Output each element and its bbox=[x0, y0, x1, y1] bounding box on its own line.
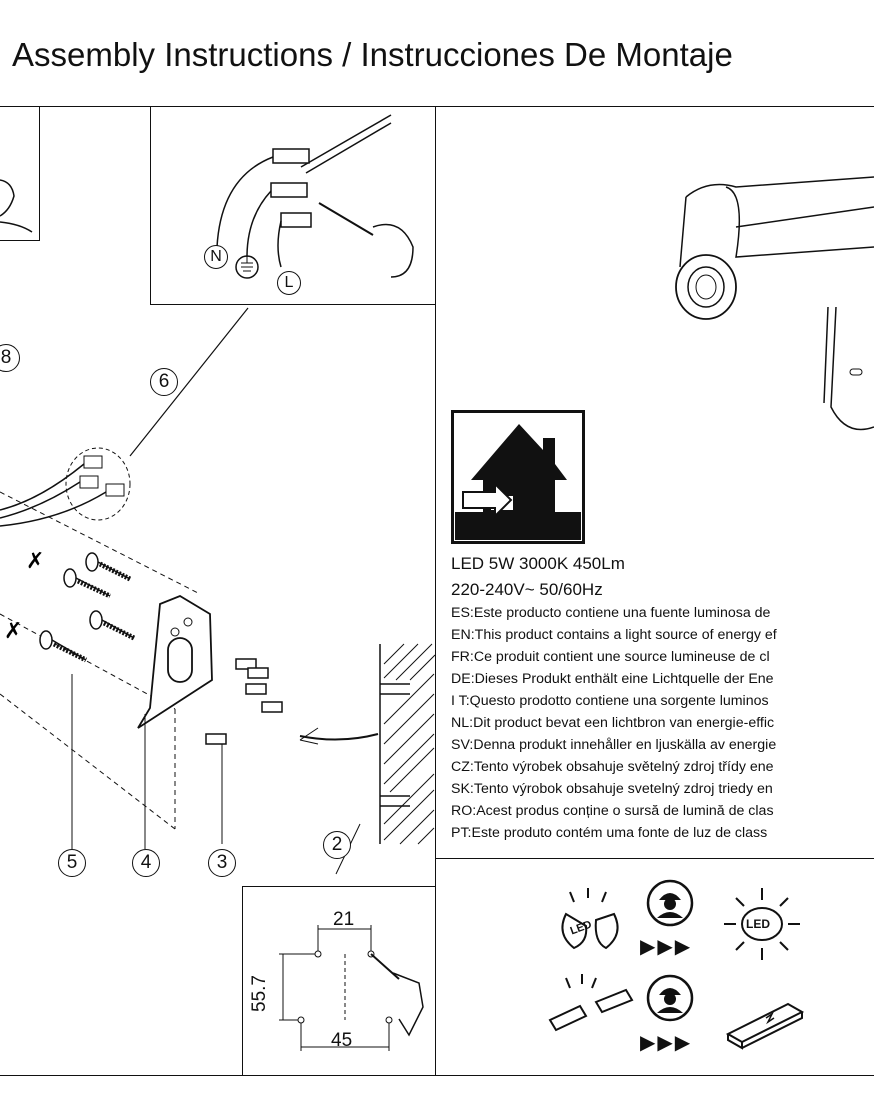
technician-icon bbox=[646, 879, 694, 927]
arrow-sequence-2: ▶▶▶ bbox=[640, 1032, 693, 1054]
voltage-spec: 220-240V~ 50/60Hz bbox=[451, 580, 603, 599]
assembly-drawing: ✗ ✗ bbox=[0, 307, 435, 875]
drilling-dimensions-box bbox=[242, 886, 436, 1075]
lang-ro: RO:Acest produs conține o sursă de lumin… bbox=[451, 803, 774, 819]
broken-led-icon bbox=[561, 888, 619, 950]
hand-sketch bbox=[0, 179, 33, 233]
technician-icon-2 bbox=[646, 974, 694, 1022]
lang-de: DE:Dieses Produkt enthält eine Lichtquel… bbox=[451, 671, 774, 687]
led-bulb-icon bbox=[724, 888, 800, 960]
drilling-template bbox=[279, 925, 424, 1051]
lang-es: ES:Este producto contiene una fuente lum… bbox=[451, 605, 771, 621]
page-title: Assembly Instructions / Instrucciones De… bbox=[12, 36, 733, 73]
lang-it: I T:Questo prodotto contiene una sorgent… bbox=[451, 693, 769, 709]
step-3-number: 3 bbox=[208, 849, 236, 877]
step-2-number: 2 bbox=[323, 831, 351, 859]
step-6-number: 6 bbox=[150, 368, 178, 396]
arrow-sequence-1: ▶▶▶ bbox=[640, 936, 693, 958]
lang-nl: NL:Dit product bevat een lichtbron van e… bbox=[451, 715, 775, 731]
wiring-diagram bbox=[216, 114, 414, 279]
lang-sk: SK:Tento výrobok obsahuje svetelný zdroj… bbox=[451, 781, 773, 797]
top-divider bbox=[0, 106, 874, 107]
power-spec: LED 5W 3000K 450Lm bbox=[451, 554, 625, 573]
center-divider bbox=[435, 106, 436, 1075]
wiring-box bbox=[150, 106, 436, 305]
lang-en: EN:This product contains a light source … bbox=[451, 627, 777, 643]
svg-text:✗: ✗ bbox=[4, 619, 22, 644]
lang-sv: SV:Denna produkt innehåller en ljuskälla… bbox=[451, 737, 777, 753]
right-mid-divider bbox=[435, 858, 874, 859]
bottom-divider bbox=[0, 1075, 874, 1076]
driver-icon bbox=[725, 1002, 805, 1050]
wire-neutral-label: N bbox=[204, 245, 228, 269]
house-arrow-icon bbox=[451, 410, 585, 544]
svg-text:✗: ✗ bbox=[26, 549, 44, 574]
dimension-side: 55.7 bbox=[249, 975, 270, 1012]
lang-cz: CZ:Tento výrobek obsahuje světelný zdroj… bbox=[451, 759, 774, 775]
lamp-illustration bbox=[675, 176, 874, 431]
step-5-number: 5 bbox=[58, 849, 86, 877]
lang-pt: PT:Este produto contém uma fonte de luz … bbox=[451, 825, 768, 841]
wire-live-label: L bbox=[277, 271, 301, 295]
lang-fr: FR:Ce produit contient une source lumine… bbox=[451, 649, 770, 665]
led-bulb-label: LED bbox=[746, 917, 770, 931]
step-hand-box bbox=[0, 106, 40, 241]
dimension-bottom: 45 bbox=[331, 1030, 353, 1051]
step-4-number: 4 bbox=[132, 849, 160, 877]
broken-driver-icon bbox=[548, 974, 634, 1032]
dimension-top: 21 bbox=[333, 909, 355, 930]
